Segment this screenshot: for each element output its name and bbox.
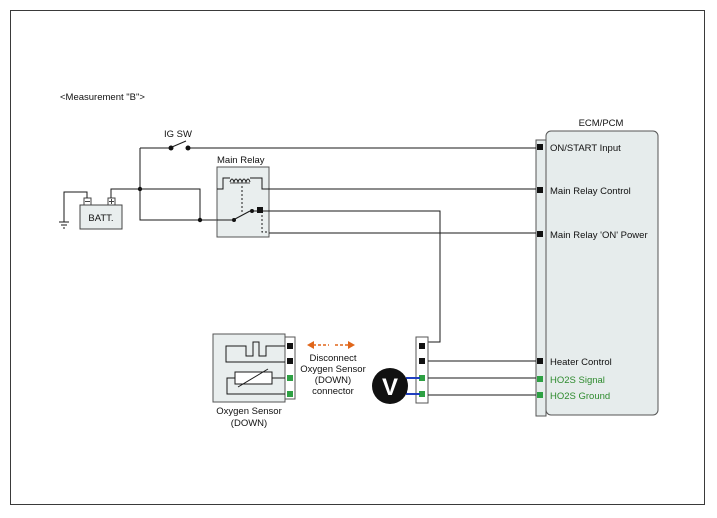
relay-contact-icon — [234, 210, 251, 220]
relay-coil-icon — [229, 178, 251, 184]
ecm-pin-label-main-relay-control: Main Relay Control — [550, 186, 631, 197]
voltmeter-icon: V — [372, 368, 408, 404]
wire-relay-to-heater — [269, 210, 441, 343]
main-relay-label: Main Relay — [217, 155, 265, 166]
ground-icon — [59, 191, 88, 229]
oxygen-sensor-body — [212, 333, 286, 403]
disconnect-note-line4: connector — [312, 386, 354, 397]
ecm-pcm-block: ECM/PCM ON/START Input Main Relay Contro… — [535, 118, 659, 417]
harness-connector — [415, 336, 429, 404]
ecm-pin-ho2s-ground — [537, 392, 543, 398]
disconnect-note-line3: (DOWN) — [315, 375, 351, 386]
ecm-pin-label-heater-control: Heater Control — [550, 357, 612, 368]
main-relay: Main Relay — [216, 155, 270, 238]
ecm-pin-label-on-start: ON/START Input — [550, 143, 621, 154]
oxygen-sensor-connector — [284, 336, 296, 400]
ecm-pin-main-relay-on-power — [537, 231, 543, 237]
disconnect-note-line1: Disconnect — [310, 353, 357, 364]
battery: BATT. — [79, 197, 123, 230]
ecm-pin-label-ho2s-ground: HO2S Ground — [550, 391, 610, 402]
oxygen-sensor: Oxygen Sensor (DOWN) — [212, 333, 296, 429]
ecm-pin-label-main-relay-on-power: Main Relay 'ON' Power — [550, 230, 648, 241]
battery-label: BATT. — [88, 213, 113, 224]
voltmeter-label: V — [382, 374, 398, 401]
wire-relay-coil-feed — [140, 188, 201, 220]
sensor-label-line1: Oxygen Sensor — [216, 406, 281, 417]
wire-batt-bus — [139, 148, 217, 221]
ecm-connector-strip — [535, 139, 547, 417]
sensor-label-line2: (DOWN) — [231, 418, 267, 429]
ecm-pin-ho2s-signal — [537, 376, 543, 382]
diagram-frame — [10, 10, 705, 505]
wire-batt-positive — [110, 188, 140, 198]
ecm-body — [545, 130, 659, 416]
disconnect-arrows-icon — [307, 341, 355, 349]
ecm-pin-main-relay-control — [537, 187, 543, 193]
junction-dot — [197, 217, 203, 223]
ecm-pin-label-ho2s-signal: HO2S Signal — [550, 375, 605, 386]
battery-body — [79, 204, 123, 230]
main-relay-box — [216, 166, 270, 238]
measurement-label: <Measurement "B"> — [60, 92, 145, 103]
ecm-pin-on-start — [537, 144, 543, 150]
ig-sw-label: IG SW — [164, 129, 192, 140]
ecm-pin-heater-control — [537, 358, 543, 364]
harness-connector-body — [415, 336, 429, 404]
ig-switch: IG SW — [140, 129, 536, 151]
disconnect-note-line2: Oxygen Sensor — [300, 364, 365, 375]
ecm-title: ECM/PCM — [579, 118, 624, 129]
heater-element-icon — [225, 341, 285, 363]
